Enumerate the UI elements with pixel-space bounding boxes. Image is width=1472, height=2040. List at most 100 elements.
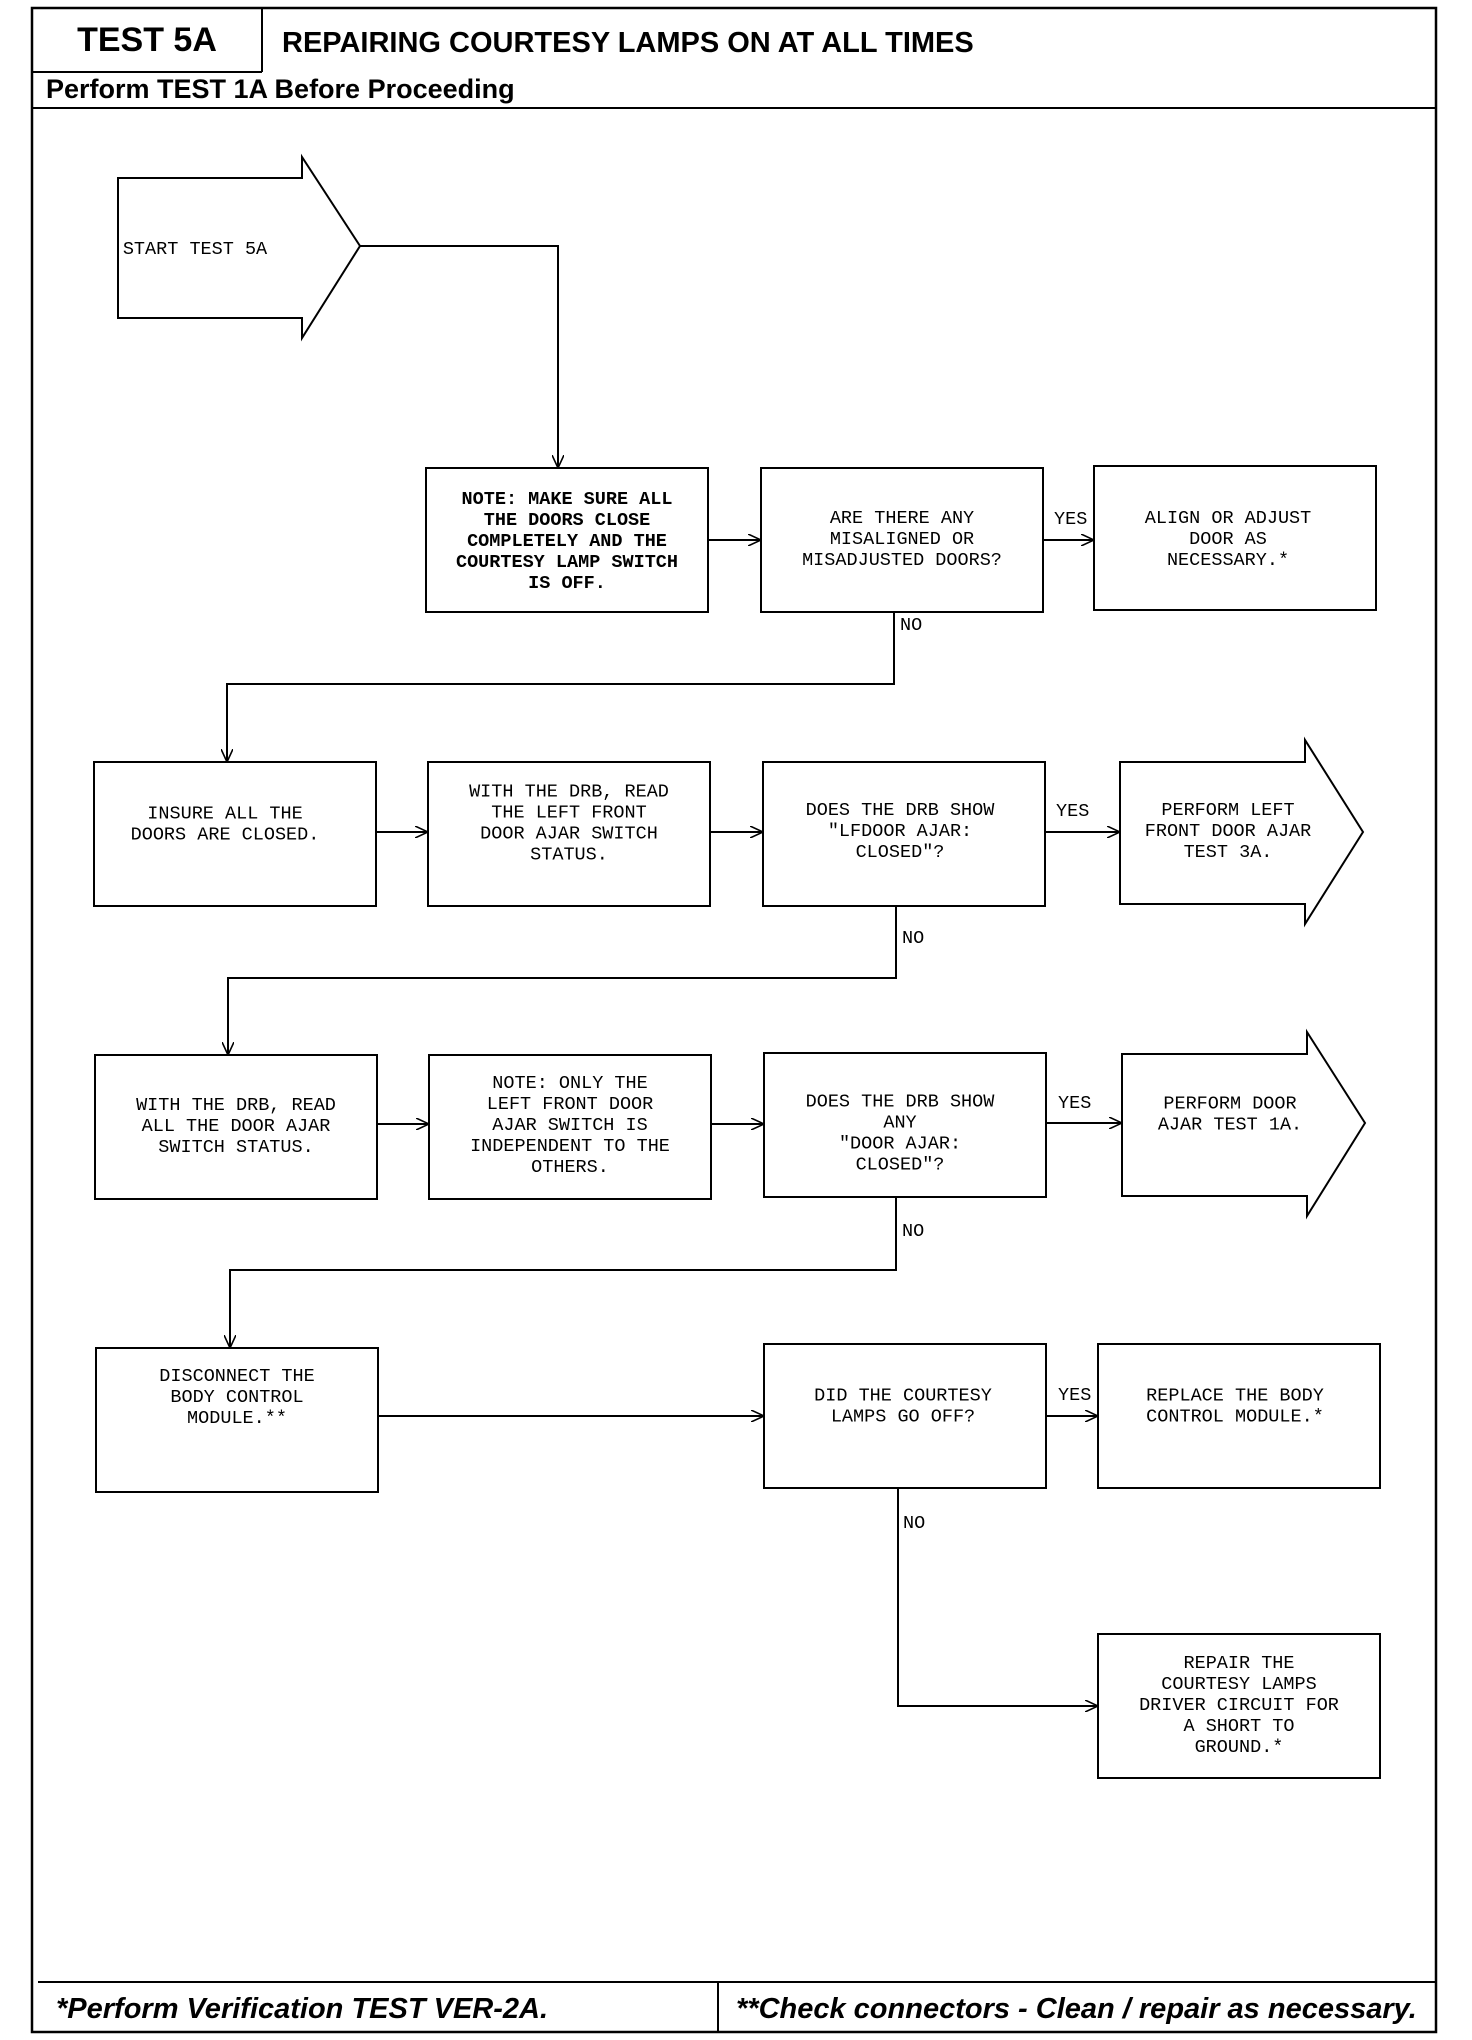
lamps-off-question-box: [763, 1343, 1047, 1489]
no-label-lamps-off: NO: [903, 1513, 925, 1534]
perform-test-1a-arrow: [1121, 1028, 1367, 1220]
no-label-any-door: NO: [902, 1221, 924, 1242]
box-text-line: START TEST 5A: [123, 239, 268, 260]
test-title: REPAIRING COURTESY LAMPS ON AT ALL TIMES: [282, 27, 974, 59]
box-text-line: MISADJUSTED DOORS?: [802, 550, 1002, 571]
yes-label-any-door: YES: [1058, 1093, 1091, 1114]
box-text-line: DISCONNECT THE: [159, 1366, 314, 1387]
box-text-line: THE LEFT FRONT: [491, 803, 646, 824]
box-text-line: NOTE: ONLY THE: [492, 1073, 647, 1094]
box-text-line: INSURE ALL THE: [147, 804, 302, 825]
connector-start-to-note: [360, 245, 558, 468]
box-text-line: STATUS.: [530, 845, 608, 866]
footer-connectors-note: **Check connectors - Clean / repair as n…: [736, 1993, 1417, 2025]
box-text-line: AJAR TEST 1A.: [1158, 1115, 1302, 1136]
box-text-line: NOTE: MAKE SURE ALL: [462, 489, 673, 510]
box-text-line: DOOR AS: [1189, 529, 1267, 550]
test-id: TEST 5A: [77, 21, 217, 59]
box-text-line: DOES THE DRB SHOW: [806, 800, 996, 821]
box-text-line: CONTROL MODULE.*: [1146, 1407, 1324, 1428]
page-frame: [30, 6, 1438, 2034]
yes-label-lfdoor: YES: [1056, 801, 1089, 822]
start-arrow-label: START TEST 5A: [123, 239, 268, 260]
box-text-line: REPAIR THE: [1183, 1653, 1294, 1674]
box-text-line: INDEPENDENT TO THE: [470, 1136, 670, 1157]
box-text-line: OTHERS.: [531, 1157, 609, 1178]
box-text-line: ANY: [883, 1113, 916, 1134]
box-text-line: MISALIGNED OR: [830, 529, 974, 550]
box-text-line: GROUND.*: [1195, 1737, 1284, 1758]
box-text-line: MODULE.**: [187, 1408, 287, 1429]
insure-doors-closed-box: [93, 761, 377, 907]
yes-label-misaligned: YES: [1054, 509, 1087, 530]
box-text-line: DRIVER CIRCUIT FOR: [1139, 1695, 1339, 1716]
yes-label-lamps-off: YES: [1058, 1385, 1091, 1406]
box-text-line: "LFDOOR AJAR:: [828, 821, 972, 842]
box-text-line: SWITCH STATUS.: [158, 1137, 313, 1158]
lfdoor-ajar-question-box: [762, 761, 1046, 907]
box-text-line: DOORS ARE CLOSED.: [131, 825, 320, 846]
box-text-line: DOES THE DRB SHOW: [806, 1092, 996, 1113]
perform-test-3a-arrow: [1119, 736, 1365, 928]
box-text-line: COURTESY LAMP SWITCH: [456, 552, 678, 573]
disconnect-bcm-box: [95, 1347, 379, 1493]
box-text-line: DID THE COURTESY: [814, 1386, 992, 1407]
box-text-line: ALIGN OR ADJUST: [1145, 508, 1312, 529]
box-text-line: COMPLETELY AND THE: [467, 531, 667, 552]
box-text-line: REPLACE THE BODY: [1146, 1386, 1324, 1407]
box-text-line: ALL THE DOOR AJAR: [142, 1116, 331, 1137]
box-text-line: IS OFF.: [528, 573, 606, 594]
box-text-line: PERFORM LEFT: [1161, 800, 1294, 821]
box-text-line: LAMPS GO OFF?: [831, 1407, 975, 1428]
connector-no-read-all: [228, 906, 897, 1055]
connector-no-disconnect: [230, 1197, 897, 1348]
box-text-line: COURTESY LAMPS: [1161, 1674, 1316, 1695]
read-all-switch-status-box: [94, 1054, 378, 1200]
start-arrow: [117, 153, 362, 342]
any-door-ajar-question-box: [763, 1052, 1047, 1198]
box-text-line: TEST 3A.: [1184, 842, 1273, 863]
box-text-line: DOOR AJAR SWITCH: [480, 824, 658, 845]
box-text-line: CLOSED"?: [856, 1155, 945, 1176]
box-text-line: A SHORT TO: [1183, 1716, 1294, 1737]
box-text-line: WITH THE DRB, READ: [136, 1095, 336, 1116]
box-text-line: WITH THE DRB, READ: [469, 782, 669, 803]
prerequisite-note: Perform TEST 1A Before Proceeding: [46, 74, 515, 104]
box-text-line: FRONT DOOR AJAR: [1145, 821, 1312, 842]
connector-no-repair: [897, 1488, 1098, 1706]
lfdoor-ajar-question-text: DOES THE DRB SHOW"LFDOOR AJAR:CLOSED"?: [806, 800, 996, 863]
align-adjust-door-box: [1093, 465, 1377, 611]
box-text-line: PERFORM DOOR: [1163, 1094, 1296, 1115]
no-label-lfdoor: NO: [902, 928, 924, 949]
footer-verification-note: *Perform Verification TEST VER-2A.: [56, 1993, 548, 2025]
no-label-misaligned: NO: [900, 615, 922, 636]
box-text-line: NECESSARY.*: [1167, 550, 1289, 571]
misaligned-doors-question-box: [760, 467, 1044, 613]
replace-bcm-box: [1097, 1343, 1381, 1489]
box-text-line: AJAR SWITCH IS: [492, 1115, 647, 1136]
note-lf-independent-box: [428, 1054, 712, 1200]
box-text-line: THE DOORS CLOSE: [484, 510, 651, 531]
box-text-line: ARE THERE ANY: [830, 508, 974, 529]
box-text-line: LEFT FRONT DOOR: [487, 1094, 654, 1115]
box-text-line: BODY CONTROL: [170, 1387, 303, 1408]
box-text-line: "DOOR AJAR:: [839, 1134, 961, 1155]
box-text-line: CLOSED"?: [856, 842, 945, 863]
read-lf-switch-status-box: [427, 761, 711, 907]
connector-no-insure: [227, 612, 895, 762]
